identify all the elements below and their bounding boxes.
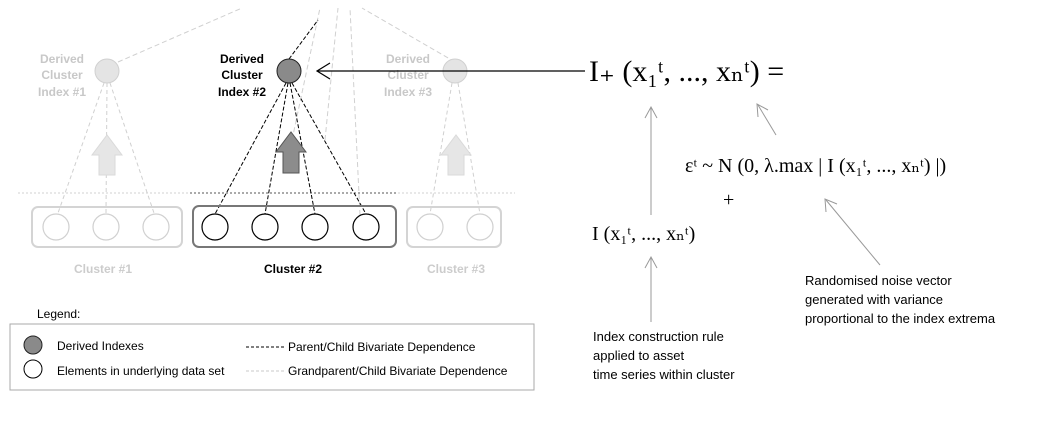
noise-note-line-3: proportional to the index extrema bbox=[805, 311, 996, 326]
cluster-3-element-2 bbox=[466, 213, 494, 241]
legend-element-label: Elements in underlying data set bbox=[57, 364, 225, 378]
cluster-2-label: Cluster #2 bbox=[264, 262, 322, 276]
formula-plus: + bbox=[723, 189, 734, 211]
cluster-1-title-line-3: Index #1 bbox=[38, 85, 86, 99]
cluster-1-box bbox=[31, 206, 183, 248]
cluster-2-element-4 bbox=[352, 213, 380, 241]
arrow-to-noise bbox=[825, 199, 881, 266]
cluster-2: Derived Cluster Index #2 Cluster #2 bbox=[192, 52, 397, 276]
cluster-1-link-3 bbox=[109, 82, 155, 214]
cluster-1: Derived Cluster Index #1 Cluster #1 bbox=[31, 52, 183, 276]
cluster-1-element-3 bbox=[142, 213, 170, 241]
index-rule-note-line-1: Index construction rule bbox=[593, 329, 724, 344]
cluster-3-up-arrow bbox=[440, 134, 472, 176]
parent-line-up bbox=[288, 19, 319, 60]
cluster-2-title-line-3: Index #2 bbox=[218, 85, 266, 99]
cluster-2-title-line-1: Derived bbox=[220, 52, 264, 66]
noise-note-line-1: Randomised noise vector bbox=[805, 273, 952, 288]
cluster-3-label: Cluster #3 bbox=[427, 262, 485, 276]
formula-to-node-arrow bbox=[315, 62, 585, 80]
legend: Legend: Derived Indexes Elements in unde… bbox=[9, 307, 535, 391]
cluster-1-link-1 bbox=[57, 82, 105, 214]
cluster-2-link-4 bbox=[291, 82, 367, 215]
index-rule-note-line-2: applied to asset bbox=[593, 348, 684, 363]
formula-noise: εᵗ ~ N (0, λ.max | I (x₁ᵗ, ..., xₙᵗ) |) bbox=[685, 155, 946, 177]
cluster-2-derived-node bbox=[276, 58, 302, 84]
legend-derived-node bbox=[23, 335, 43, 355]
cluster-3-title-line-1: Derived bbox=[386, 52, 430, 66]
cluster-1-label: Cluster #1 bbox=[74, 262, 132, 276]
cluster-2-link-1 bbox=[214, 82, 287, 215]
arrow-to-main-from-noise bbox=[757, 104, 777, 136]
cluster-3-title-line-2: Cluster bbox=[387, 68, 429, 82]
cluster-2-title-line-2: Cluster bbox=[221, 68, 263, 82]
index-rule-note-line-3: time series within cluster bbox=[593, 367, 735, 382]
cluster-1-element-1 bbox=[42, 213, 70, 241]
cluster-3-title-line-3: Index #3 bbox=[384, 85, 432, 99]
legend-box bbox=[9, 323, 535, 391]
cluster-3-link-1 bbox=[429, 82, 453, 215]
grandparent-lines bbox=[117, 7, 456, 216]
cluster-3: Derived Cluster Index #3 Cluster #3 bbox=[384, 52, 502, 276]
cluster-1-up-arrow bbox=[91, 134, 123, 176]
cluster-2-element-3 bbox=[301, 213, 329, 241]
cluster-3-box bbox=[406, 206, 502, 248]
cluster-2-element-2 bbox=[251, 213, 279, 241]
noise-note-line-2: generated with variance bbox=[805, 292, 943, 307]
cluster-3-element-1 bbox=[416, 213, 444, 241]
cluster-2-box bbox=[192, 205, 397, 248]
legend-element-node bbox=[23, 359, 43, 379]
formula-main: I₊ (x₁ᵗ, ..., xₙᵗ) = bbox=[589, 55, 784, 88]
formula-index-rule: I (x₁ᵗ, ..., xₙᵗ) bbox=[592, 223, 695, 245]
cluster-2-link-2 bbox=[264, 82, 289, 215]
cluster-1-title-line-2: Cluster bbox=[41, 68, 83, 82]
cluster-2-element-1 bbox=[201, 213, 229, 241]
cluster-1-derived-node bbox=[94, 58, 120, 84]
legend-grandparent-label: Grandparent/Child Bivariate Dependence bbox=[288, 364, 508, 378]
cluster-1-title-line-1: Derived bbox=[40, 52, 84, 66]
legend-derived-label: Derived Indexes bbox=[57, 339, 144, 353]
cluster-1-element-2 bbox=[92, 213, 120, 241]
legend-title: Legend: bbox=[37, 307, 80, 321]
cluster-2-up-arrow bbox=[275, 131, 307, 174]
legend-parent-label: Parent/Child Bivariate Dependence bbox=[288, 340, 476, 354]
annotation-arrows bbox=[644, 103, 881, 322]
cluster-3-link-2 bbox=[457, 82, 481, 215]
